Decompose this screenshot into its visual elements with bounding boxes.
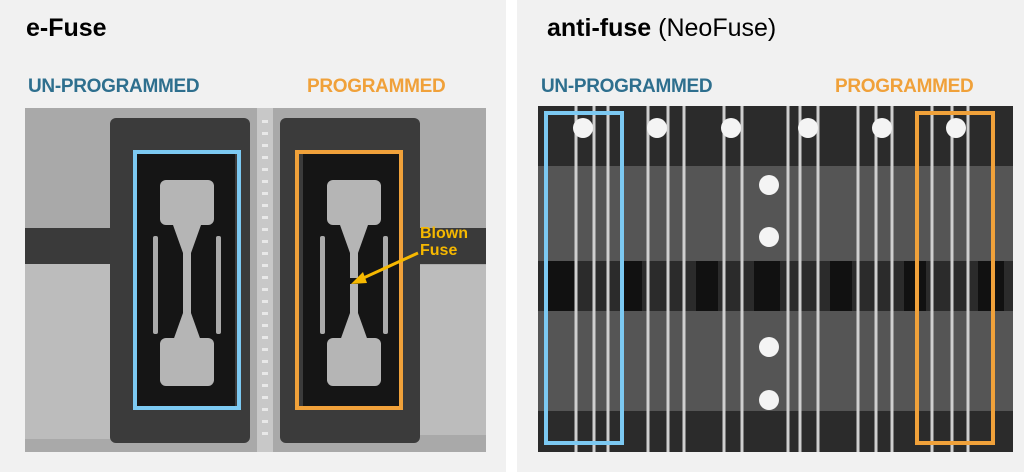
programmed-highlight-box bbox=[915, 111, 995, 445]
annotation-line-2: Fuse bbox=[420, 242, 458, 259]
antifuse-programmed-label: PROGRAMMED bbox=[835, 76, 974, 97]
arrow-icon bbox=[351, 251, 419, 284]
unprogrammed-highlight-box bbox=[544, 111, 624, 445]
unprogrammed-fuse bbox=[135, 152, 235, 408]
annotation-line-1: Blown bbox=[420, 225, 468, 242]
antifuse-title-main: anti-fuse bbox=[547, 14, 652, 42]
programmed-fuse bbox=[303, 152, 403, 408]
blown-fuse-annotation: Blown Fuse bbox=[420, 225, 468, 259]
efuse-sem-image bbox=[25, 108, 486, 452]
efuse-title: e-Fuse bbox=[26, 14, 107, 42]
efuse-unprogrammed-label: UN-PROGRAMMED bbox=[28, 76, 200, 97]
antifuse-unprogrammed-label: UN-PROGRAMMED bbox=[541, 76, 713, 97]
programmed-highlight-box bbox=[295, 150, 403, 410]
unprogrammed-highlight-box bbox=[133, 150, 241, 410]
antifuse-title: anti-fuse (NeoFuse) bbox=[547, 14, 776, 43]
efuse-programmed-label: PROGRAMMED bbox=[307, 76, 446, 97]
antifuse-title-suffix: (NeoFuse) bbox=[658, 14, 777, 42]
antifuse-sem-image bbox=[538, 106, 1013, 452]
